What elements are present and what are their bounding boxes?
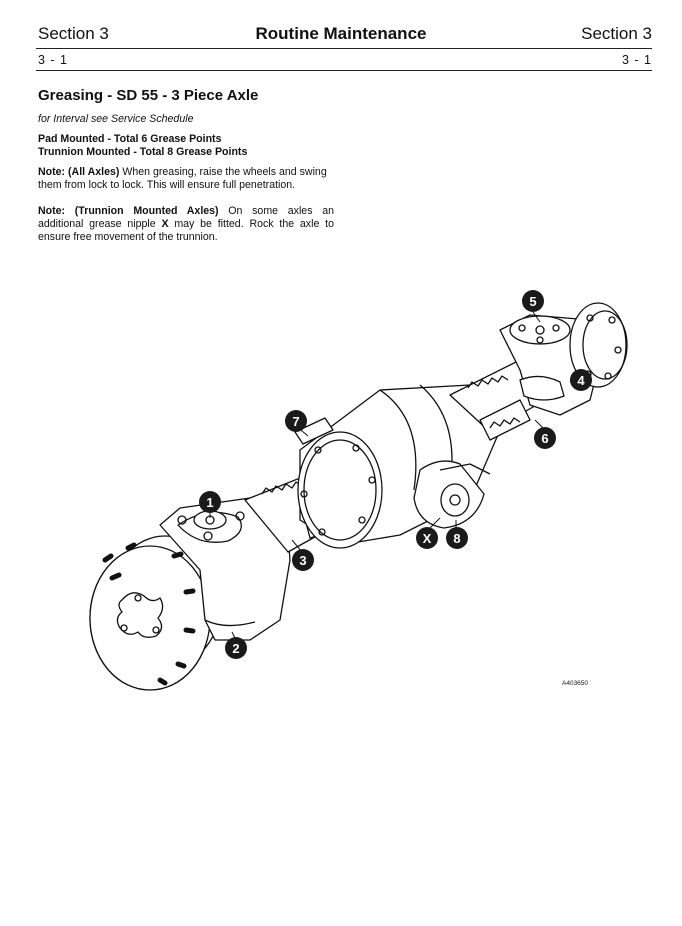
callout-8: 8 [446,527,468,549]
interval-note: for Interval see Service Schedule [38,113,194,125]
right-axle-tube [449,359,546,441]
axle-drawing [89,302,628,691]
callout-6: 6 [534,427,556,449]
svg-text:7: 7 [292,414,299,429]
callout-2: 2 [225,637,247,659]
note-all-axles-label: Note: (All Axles) [38,166,120,178]
center-differential-housing [294,384,501,549]
trunnion-mounted-count: Trunnion Mounted - Total 8 Grease Points [38,146,248,158]
note-trunnion-axles: Note: (Trunnion Mounted Axles) On some a… [38,205,334,244]
page-number-left: 3 - 1 [38,53,69,67]
note-all-axles: Note: (All Axles) When greasing, raise t… [38,166,334,192]
svg-text:X: X [423,531,432,546]
svg-text:3: 3 [299,553,306,568]
page-number-right: 3 - 1 [621,53,652,67]
left-wheel-hub [89,535,222,691]
svg-text:4: 4 [577,373,585,388]
callout-x: X [416,527,438,549]
header-rule-top [36,48,652,49]
note-all-axles-text: When greasing, raise the wheels and swin… [38,166,327,191]
svg-text:1: 1 [206,495,213,510]
svg-text:2: 2 [232,641,239,656]
svg-text:8: 8 [453,531,460,546]
page-title: Routine Maintenance [255,24,427,43]
right-wheel-hub [569,302,628,388]
note-trunnion-label: Note: (Trunnion Mounted Axles) [38,205,219,217]
svg-text:5: 5 [529,294,536,309]
svg-text:6: 6 [541,431,548,446]
note-trunnion-text-b: may be fitted. Rock the axle to ensure f… [38,218,334,243]
pad-mounted-count: Pad Mounted - Total 6 Grease Points [38,133,222,145]
grease-nipple-x-label: X [161,218,169,230]
callout-4: 4 [570,369,592,391]
callout-3: 3 [292,549,314,571]
section-label-right: Section 3 [581,24,652,43]
axle-diagram: 1 2 3 4 5 6 7 8 X [89,290,628,691]
section-label-left: Section 3 [38,24,109,43]
callout-5: 5 [522,290,544,312]
callout-1: 1 [199,491,221,513]
header-rule-bottom [36,70,652,71]
callout-7: 7 [285,410,307,432]
section-heading: Greasing - SD 55 - 3 Piece Axle [38,87,259,104]
note-trunnion-text-a: On some axles an additional grease nippl… [38,205,334,230]
figure-reference: A403650 [562,680,589,687]
